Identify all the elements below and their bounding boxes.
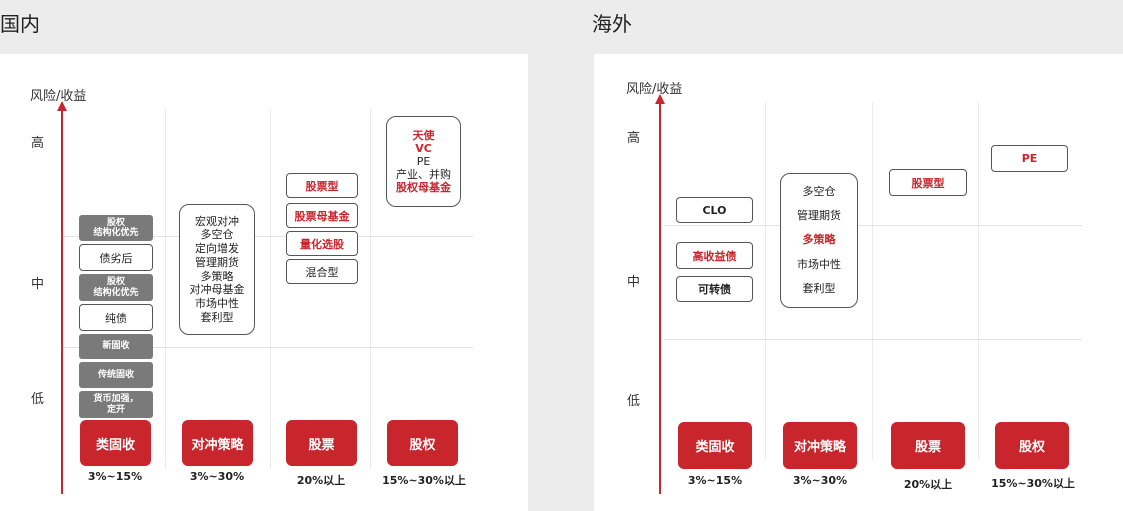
equity-list: 天使 VC PE 产业、并购 股权母基金 [386, 116, 461, 207]
product-box: 债劣后 [79, 244, 153, 271]
return-range: 15%~30%以上 [382, 474, 466, 487]
return-range: 3%~15% [87, 470, 143, 483]
level-high: 高 [31, 136, 45, 151]
product-box: 股权结构化优先 [79, 274, 153, 301]
grid-line [765, 102, 766, 459]
product-box: 股票型 [889, 169, 967, 196]
grid-line [270, 109, 271, 469]
y-axis [61, 109, 63, 494]
grid-line [165, 109, 166, 469]
product-box: 高收益债 [676, 242, 753, 269]
overseas-title: 海外 [592, 12, 632, 36]
level-mid: 中 [31, 277, 45, 292]
domestic-panel: 风险/收益 高 中 低 股权结构化优先 债劣后 股权结构化优先 纯债 新固收 传… [0, 54, 528, 511]
category-fixed-income: 类固收 [678, 422, 752, 469]
grid-line [63, 236, 473, 237]
return-range: 3%~15% [687, 474, 743, 487]
category-equity: 股权 [995, 422, 1069, 469]
level-low: 低 [627, 394, 641, 409]
product-box: 纯债 [79, 304, 153, 331]
axis-title: 风险/收益 [30, 89, 87, 104]
product-box: PE [991, 145, 1068, 172]
grid-line [978, 102, 979, 459]
category-hedge: 对冲策略 [182, 420, 253, 466]
level-low: 低 [31, 392, 45, 407]
return-range: 20%以上 [903, 478, 953, 491]
return-range: 20%以上 [296, 474, 346, 487]
overseas-panel: 风险/收益 高 中 低 CLO 高收益债 可转债 多空仓 管理期货 多策略 市场… [594, 54, 1123, 511]
level-mid: 中 [627, 275, 641, 290]
product-box: 可转债 [676, 276, 753, 302]
grid-line [63, 347, 473, 348]
product-box: 股票母基金 [286, 203, 358, 228]
product-box: 新固收 [79, 334, 153, 359]
category-stocks: 股票 [891, 422, 965, 469]
axis-arrow [57, 101, 67, 111]
grid-line [370, 109, 371, 469]
product-box: 传统固收 [79, 362, 153, 388]
product-box: 股票型 [286, 173, 358, 198]
category-hedge: 对冲策略 [783, 422, 857, 469]
domestic-title: 国内 [0, 12, 40, 36]
category-fixed-income: 类固收 [80, 420, 151, 466]
grid-line [872, 102, 873, 459]
hedge-strategy-list: 多空仓 管理期货 多策略 市场中性 套利型 [780, 173, 858, 308]
hedge-strategy-list: 宏观对冲 多空仓 定向增发 管理期货 多策略 对冲母基金 市场中性 套利型 [179, 204, 255, 335]
grid-line [664, 339, 1082, 340]
axis-arrow [655, 94, 665, 104]
level-high: 高 [627, 131, 641, 146]
product-box: 股权结构化优先 [79, 215, 153, 241]
category-stocks: 股票 [286, 420, 357, 466]
product-box: CLO [676, 197, 753, 223]
product-box: 货币加强，定开 [79, 391, 153, 418]
axis-title: 风险/收益 [626, 82, 683, 97]
return-range: 15%~30%以上 [991, 477, 1075, 490]
product-box: 混合型 [286, 259, 358, 284]
grid-line [664, 225, 1082, 226]
return-range: 3%~30% [792, 474, 848, 487]
category-equity: 股权 [387, 420, 458, 466]
product-box: 量化选股 [286, 231, 358, 256]
y-axis [659, 102, 661, 494]
return-range: 3%~30% [189, 470, 245, 483]
